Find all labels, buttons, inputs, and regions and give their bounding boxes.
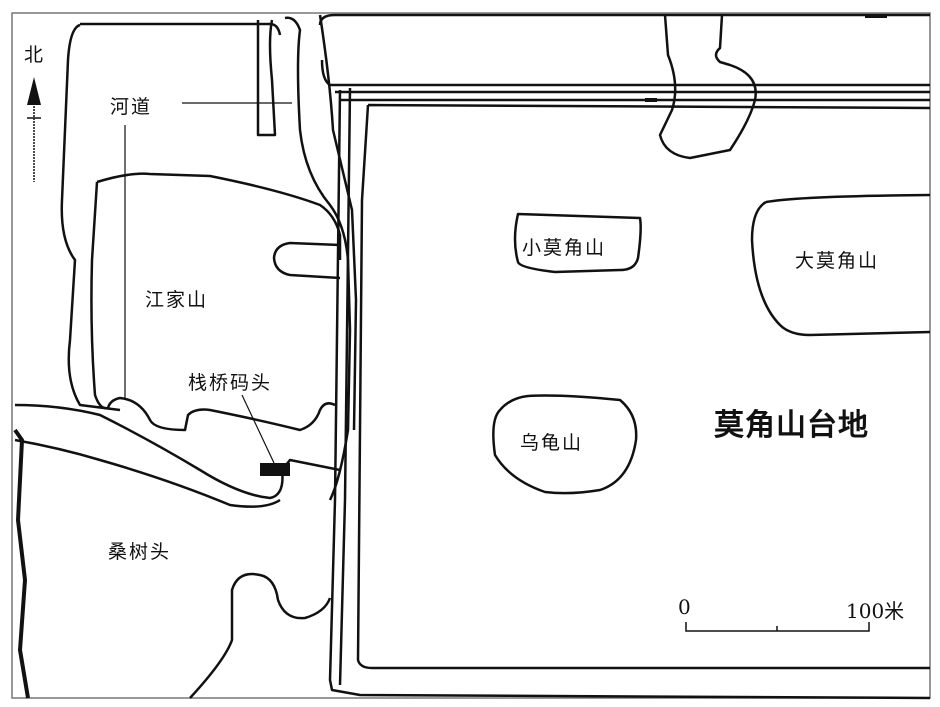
map-frame — [11, 12, 931, 699]
sangshutou-boundary — [189, 572, 332, 699]
wuguishan-outline — [492, 394, 638, 495]
top-edge-line — [80, 22, 282, 36]
north-arc — [318, 13, 930, 87]
da-mojiaoshan-outline — [750, 193, 931, 337]
label-wuguishan: 乌龟山 — [520, 432, 584, 454]
xiao-mojiaoshan-outline — [513, 212, 642, 274]
promontory — [272, 241, 341, 280]
label-mojiaoshan-platform: 莫角山台地 — [714, 408, 869, 443]
dock-marker — [260, 463, 290, 476]
jiangjiashan-outer-boundary — [60, 23, 121, 412]
label-river-channel: 河道 — [110, 96, 153, 118]
west-road — [328, 87, 931, 700]
west-edge-texture — [13, 428, 30, 699]
label-xiao-mojiaoshan: 小莫角山 — [522, 237, 607, 259]
dock-leader — [241, 394, 275, 464]
top-right-mark — [865, 14, 887, 18]
north-arrow-icon — [27, 77, 41, 182]
pond-north — [658, 14, 757, 160]
north-road — [330, 83, 930, 102]
southern-channel — [14, 403, 341, 508]
scale-end-label: 100米 — [846, 599, 905, 623]
label-jiangjiashan: 江家山 — [145, 289, 209, 311]
scale-start-label: 0 — [678, 595, 691, 619]
jiangjiashan-boundary — [90, 172, 342, 432]
road-mark — [645, 98, 657, 102]
platform-boundary — [356, 103, 931, 670]
scale-bar — [685, 622, 870, 632]
label-da-mojiaoshan: 大莫角山 — [795, 250, 880, 272]
label-trestle-dock: 栈桥码头 — [188, 372, 273, 394]
north-label: 北 — [24, 44, 46, 66]
label-sangshutou: 桑树头 — [108, 541, 172, 563]
